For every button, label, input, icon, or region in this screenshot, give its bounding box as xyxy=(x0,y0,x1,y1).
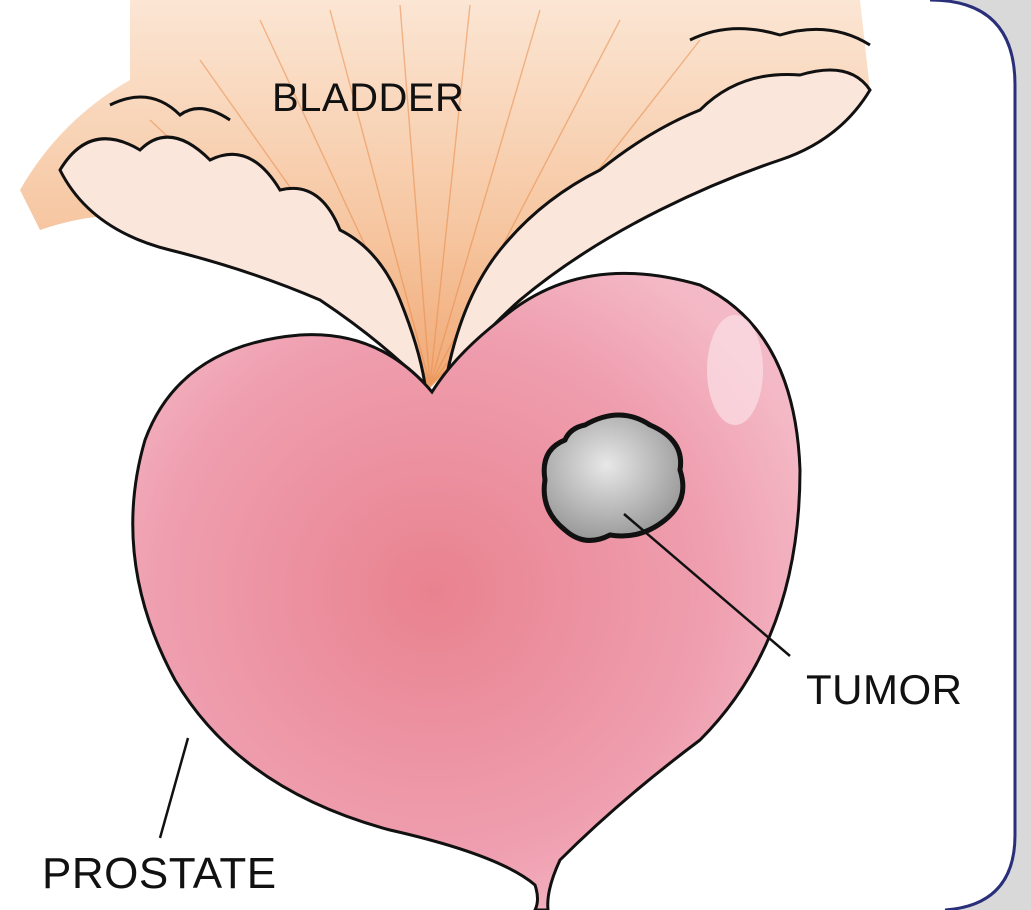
bladder-label: BLADDER xyxy=(272,76,464,121)
prostate-highlight xyxy=(707,315,763,425)
tumor-label: TUMOR xyxy=(806,666,962,714)
prostate-label: PROSTATE xyxy=(42,849,277,899)
